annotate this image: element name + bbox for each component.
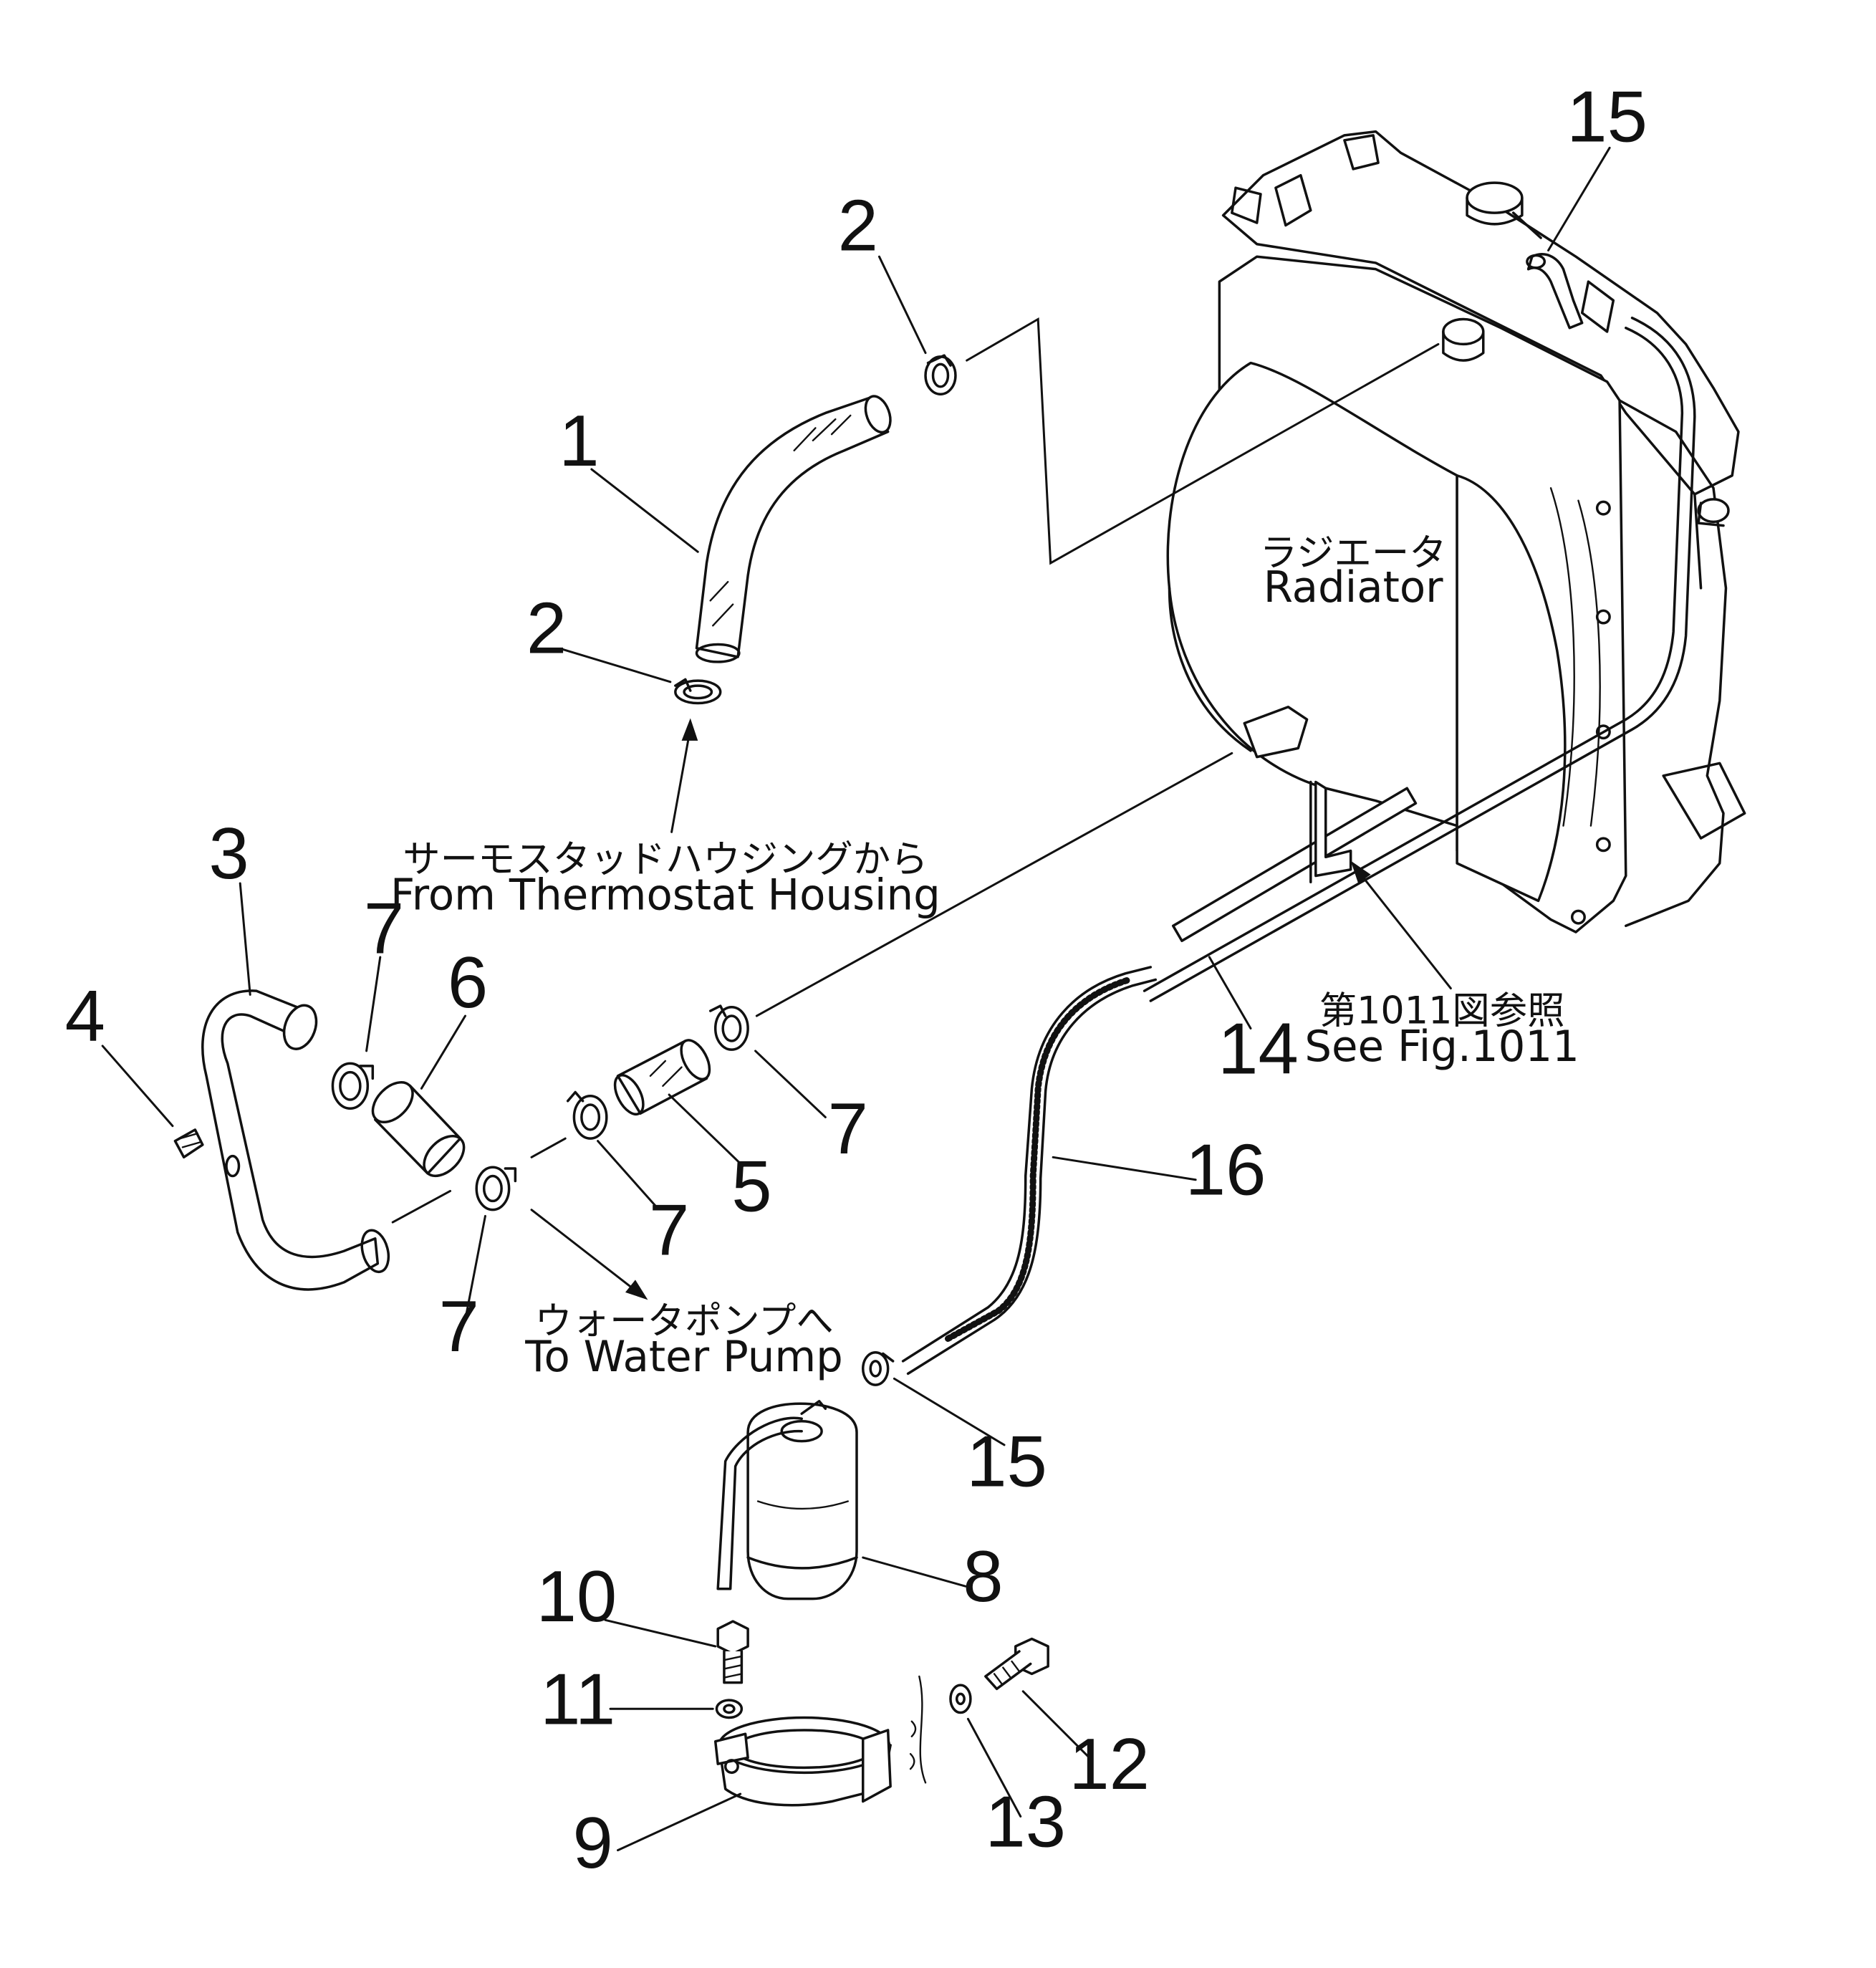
- callout-12: 12: [1069, 1724, 1150, 1805]
- note-from-thermostat: サーモスタッドハウジングから From Thermostat Housing: [390, 837, 941, 919]
- callout-16: 16: [1185, 1130, 1266, 1211]
- radiator: [1168, 132, 1744, 932]
- arrow-from-thermostat: [672, 718, 698, 832]
- callout-4: 4: [65, 976, 105, 1057]
- part-10-bolt: [718, 1621, 748, 1683]
- radiator-label: ラジエータ Radiator: [1260, 531, 1447, 612]
- part-4-plug: [175, 1130, 202, 1157]
- callout-3: 3: [208, 813, 249, 894]
- part-9-band: [716, 1718, 890, 1805]
- note-to-water-pump: ウォータポンプへ To Water Pump: [524, 1300, 843, 1381]
- callout-7-a: 7: [364, 888, 404, 969]
- arrow-see-fig: [1350, 860, 1451, 989]
- part-3-lower-hose: [203, 991, 393, 1290]
- part-16-overflow-tube: [903, 967, 1156, 1373]
- part-2-clamp-top: [925, 355, 956, 394]
- note-thermostat-jp: サーモスタッドハウジングから: [403, 837, 928, 881]
- note-see-fig: 第1011図参照 See Fig.1011: [1304, 989, 1579, 1070]
- callout-2-bottom: 2: [526, 588, 567, 669]
- callout-10: 10: [537, 1556, 617, 1637]
- callout-11: 11: [540, 1659, 615, 1739]
- part-2-clamp-bottom: [675, 679, 721, 703]
- part-15-clip-top: [1527, 254, 1582, 328]
- part-11-washer: [716, 1700, 741, 1717]
- leader-lines: [102, 148, 1610, 1850]
- radiator-label-jp: ラジエータ: [1260, 531, 1447, 575]
- note-see-fig-jp: 第1011図参照: [1319, 989, 1565, 1032]
- callout-2-top: 2: [838, 185, 878, 266]
- callout-8: 8: [963, 1536, 1003, 1617]
- callout-15-bottom: 15: [966, 1421, 1047, 1502]
- callout-5: 5: [731, 1146, 771, 1227]
- callout-6: 6: [448, 942, 488, 1023]
- callout-1: 1: [559, 400, 599, 481]
- note-water-pump-jp: ウォータポンプへ: [534, 1300, 833, 1343]
- part-7-clamp-a: [332, 1063, 372, 1108]
- part-13-washer: [951, 1685, 971, 1712]
- callout-13: 13: [985, 1781, 1066, 1862]
- mounting-surface-break: [910, 1676, 925, 1782]
- part-6-hose: [365, 1075, 471, 1184]
- radiator-label-en: Radiator: [1264, 562, 1443, 612]
- callout-numbers: 1 2 2 3 4 5 6 7 7 7 7 8 9 10 11 12 13 14…: [65, 77, 1647, 1883]
- part-15-clip-bottom: [863, 1353, 893, 1385]
- callout-7-b: 7: [828, 1088, 868, 1169]
- callout-9: 9: [572, 1803, 612, 1883]
- part-1-upper-hose: [697, 393, 895, 662]
- part-12-bolt: [986, 1639, 1048, 1689]
- note-see-fig-en: See Fig.1011: [1304, 1022, 1579, 1071]
- callout-7-d: 7: [439, 1286, 479, 1367]
- note-water-pump-en: To Water Pump: [524, 1332, 843, 1381]
- callout-15-top: 15: [1567, 77, 1647, 158]
- callout-14: 14: [1218, 1008, 1299, 1089]
- part-5-straight-hose: [609, 1036, 715, 1119]
- part-8-reserve-tank: [718, 1401, 857, 1599]
- routing-lines: [393, 320, 1438, 1223]
- part-7-clamp-b: [711, 1006, 748, 1050]
- part-14-pipe: [1145, 318, 1695, 1001]
- arrow-to-water-pump: [531, 1210, 648, 1300]
- callout-7-c: 7: [649, 1190, 689, 1271]
- part-7-clamp-c: [568, 1093, 607, 1139]
- note-thermostat-en: From Thermostat Housing: [390, 870, 941, 920]
- part-7-clamp-d: [476, 1167, 515, 1209]
